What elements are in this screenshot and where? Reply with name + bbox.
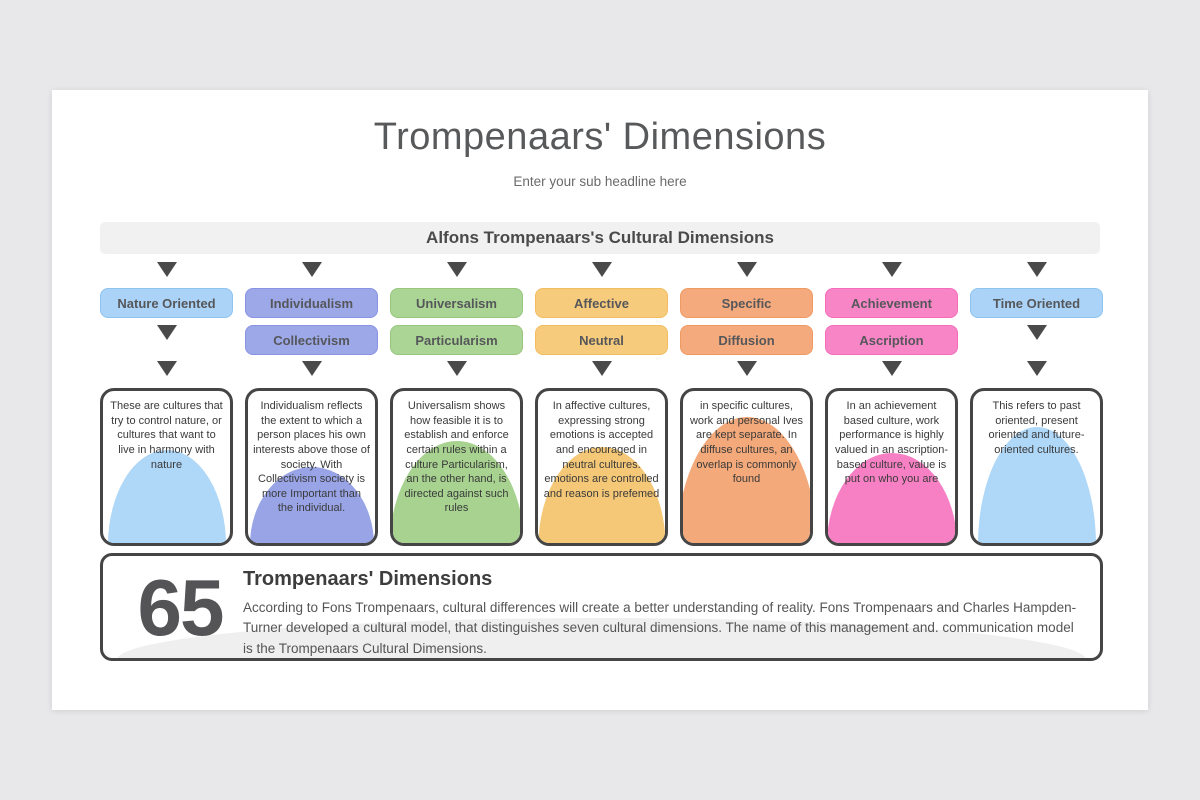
- pill-neutral: Neutral: [535, 325, 668, 355]
- pill-ascription: Ascription: [825, 325, 958, 355]
- connector: [680, 361, 813, 378]
- arrow-down-icon: [591, 262, 612, 277]
- description-card: This refers to past oriented, present or…: [970, 388, 1103, 546]
- description-card: These are cultures that try to control n…: [100, 388, 233, 546]
- arrow-down-icon: [736, 361, 757, 376]
- description-card: Universalism shows how feasible it is to…: [390, 388, 523, 546]
- connector: [245, 262, 378, 279]
- arrow-down-icon: [591, 361, 612, 376]
- sub-headline: Enter your sub headline here: [513, 174, 687, 189]
- connector: [680, 262, 813, 279]
- connector: [245, 361, 378, 378]
- connector: [390, 262, 523, 279]
- description-text: This refers to past oriented, present or…: [988, 400, 1085, 456]
- page-title: Trompenaars' Dimensions: [373, 116, 827, 158]
- arrow-down-icon: [301, 262, 322, 277]
- pill-universalism: Universalism: [390, 288, 523, 318]
- description-text: In an achievement based culture, work pe…: [834, 400, 949, 486]
- connector: [100, 262, 233, 279]
- pill-individualism: Individualism: [245, 288, 378, 318]
- description-card: In an achievement based culture, work pe…: [825, 388, 958, 546]
- connector: [825, 361, 958, 378]
- banner-label: Alfons Trompenaars's Cultural Dimensions: [426, 228, 774, 247]
- connector: [970, 361, 1103, 378]
- slide-canvas: Trompenaars' Dimensions Enter your sub h…: [52, 90, 1148, 710]
- description-text: In affective cultures, expressing strong…: [543, 400, 660, 500]
- arrow-down-icon: [881, 361, 902, 376]
- arrow-down-icon: [301, 361, 322, 376]
- connector: [825, 262, 958, 279]
- arrow-down-icon: [446, 361, 467, 376]
- pill-nature-oriented: Nature Oriented: [100, 288, 233, 318]
- pill-achievement: Achievement: [825, 288, 958, 318]
- connector: [535, 262, 668, 279]
- connector: [535, 361, 668, 378]
- description-card: In affective cultures, expressing strong…: [535, 388, 668, 546]
- pill-time-oriented: Time Oriented: [970, 288, 1103, 318]
- connector: [100, 325, 233, 355]
- description-text: Universalism shows how feasible it is to…: [404, 400, 509, 515]
- arrow-down-icon: [736, 262, 757, 277]
- arrow-down-icon: [156, 262, 177, 277]
- description-card: in specific cultures, work and personal …: [680, 388, 813, 546]
- description-card: Individualism reflects the extent to whi…: [245, 388, 378, 546]
- arrow-down-icon: [156, 361, 177, 376]
- footer-body-text: According to Fons Trompenaars, cultural …: [243, 600, 1077, 656]
- pill-diffusion: Diffusion: [680, 325, 813, 355]
- arrow-down-icon: [156, 325, 177, 340]
- arrow-down-icon: [1026, 262, 1047, 277]
- pill-collectivism: Collectivism: [245, 325, 378, 355]
- connector: [970, 325, 1103, 355]
- connector: [970, 262, 1103, 279]
- arrow-down-icon: [446, 262, 467, 277]
- pill-specific: Specific: [680, 288, 813, 318]
- connector: [100, 361, 233, 378]
- description-text: These are cultures that try to control n…: [110, 400, 223, 471]
- footer-card: 65 Trompenaars' Dimensions According to …: [100, 553, 1103, 661]
- arrow-down-icon: [1026, 325, 1047, 340]
- pill-affective: Affective: [535, 288, 668, 318]
- footer-heading: Trompenaars' Dimensions: [243, 568, 493, 590]
- connector: [390, 361, 523, 378]
- description-text: Individualism reflects the extent to whi…: [253, 400, 370, 515]
- description-text: in specific cultures, work and personal …: [689, 400, 804, 486]
- pill-particularism: Particularism: [390, 325, 523, 355]
- arrow-down-icon: [1026, 361, 1047, 376]
- slide-number: 65: [137, 563, 225, 652]
- arrow-down-icon: [881, 262, 902, 277]
- banner-bar: Alfons Trompenaars's Cultural Dimensions: [100, 222, 1100, 254]
